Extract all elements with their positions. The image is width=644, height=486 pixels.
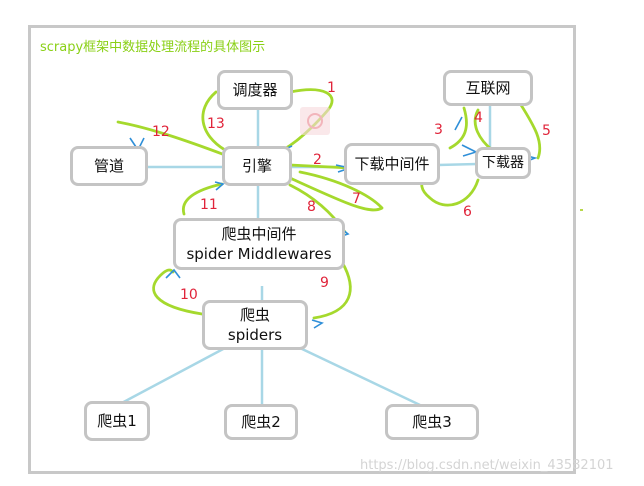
step-number-10: 10 bbox=[180, 287, 198, 303]
step-number-9: 9 bbox=[320, 275, 329, 291]
spider-middleware-node: 爬虫中间件 spider Middlewares bbox=[173, 218, 345, 270]
step-number-1: 1 bbox=[327, 80, 336, 96]
pipeline-label: 管道 bbox=[93, 156, 124, 175]
step-number-11: 11 bbox=[200, 197, 218, 213]
link-spiders-spider3 bbox=[299, 346, 421, 407]
flow-9 bbox=[312, 260, 352, 320]
flow-13 bbox=[201, 90, 227, 152]
logo-mark bbox=[300, 107, 330, 135]
link-downloader-mw-downloader bbox=[437, 162, 478, 167]
flow-11 bbox=[181, 182, 224, 216]
spiders-cn-label: 爬虫 bbox=[239, 305, 270, 324]
step-number-12: 12 bbox=[152, 124, 170, 140]
spider2-node: 爬虫2 bbox=[224, 404, 298, 440]
step-number-7: 7 bbox=[352, 191, 361, 207]
arrowhead-downloader bbox=[461, 144, 479, 157]
flow-2 bbox=[288, 163, 352, 170]
flow-10 bbox=[152, 268, 204, 316]
spider-middleware-en-label: spider Middlewares bbox=[186, 245, 332, 263]
step-number-13: 13 bbox=[207, 116, 225, 132]
flow-3 bbox=[448, 106, 468, 150]
watermark: https://blog.csdn.net/weixin_43582101 bbox=[360, 458, 614, 473]
downloader-middleware-node: 下载中间件 bbox=[344, 143, 440, 185]
step-number-3: 3 bbox=[434, 122, 443, 138]
downloader-node: 下载器 bbox=[475, 147, 531, 179]
spiders-node: 爬虫 spiders bbox=[202, 300, 308, 350]
spider3-node: 爬虫3 bbox=[385, 404, 479, 440]
arrowhead-spider-mw-left bbox=[165, 268, 181, 279]
diagram-title: scrapy框架中数据处理流程的具体图示 bbox=[40, 40, 266, 55]
arrowhead-engine-bottom bbox=[214, 181, 225, 191]
internet-node: 互联网 bbox=[443, 70, 533, 106]
arrowhead-spiders bbox=[311, 319, 324, 329]
step-number-5: 5 bbox=[542, 123, 551, 139]
step-number-2: 2 bbox=[313, 152, 322, 168]
pipeline-node: 管道 bbox=[70, 146, 148, 186]
flow-7 bbox=[288, 170, 384, 212]
scheduler-node: 调度器 bbox=[217, 70, 293, 110]
step-number-4: 4 bbox=[474, 110, 483, 126]
scheduler-label: 调度器 bbox=[232, 80, 278, 99]
stray-dot bbox=[580, 209, 583, 211]
internet-label: 互联网 bbox=[465, 78, 511, 97]
spider1-node: 爬虫1 bbox=[84, 401, 150, 441]
engine-node: 引擎 bbox=[222, 146, 292, 186]
link-spiders-spider1 bbox=[117, 346, 226, 407]
step-number-8: 8 bbox=[307, 199, 316, 215]
spider-middleware-cn-label: 爬虫中间件 bbox=[221, 224, 297, 243]
arrowhead-internet bbox=[454, 116, 463, 131]
engine-label: 引擎 bbox=[241, 156, 272, 175]
spider3-label: 爬虫3 bbox=[412, 412, 452, 431]
downloader-label: 下载器 bbox=[482, 154, 524, 171]
step-number-6: 6 bbox=[463, 204, 472, 220]
flow-12 bbox=[116, 120, 227, 157]
diagram-frame bbox=[28, 25, 576, 474]
spider2-label: 爬虫2 bbox=[241, 412, 281, 431]
downloader-middleware-label: 下载中间件 bbox=[354, 154, 430, 173]
spiders-en-label: spiders bbox=[227, 326, 283, 344]
spider1-label: 爬虫1 bbox=[97, 411, 137, 430]
